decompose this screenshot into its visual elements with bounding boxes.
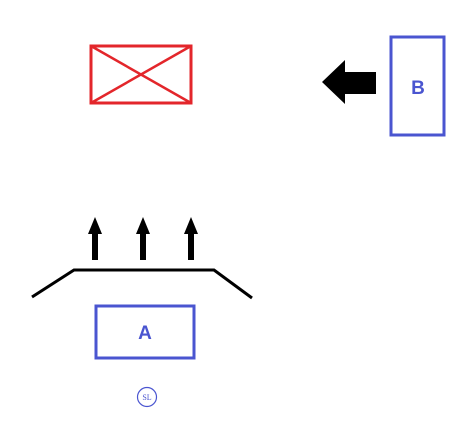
arrow-up-icon (88, 217, 102, 260)
sl-marker-circle (136, 386, 158, 408)
box-a: A (94, 304, 196, 360)
sl-marker-label: SL (142, 393, 151, 402)
crossed-box-outline (89, 44, 193, 105)
reflector-line (31, 268, 253, 300)
box-b-outline (389, 35, 446, 137)
box-b: B (389, 35, 446, 137)
upward-arrows (88, 217, 198, 260)
sl-marker: SL (136, 386, 158, 408)
box-b-label: B (411, 78, 425, 99)
arrow-up-icon (136, 217, 150, 260)
arrow-left-icon (322, 60, 376, 104)
crossed-out-box (89, 44, 193, 105)
arrow-up-icon (184, 217, 198, 260)
box-a-outline (94, 304, 196, 360)
box-a-label: A (138, 323, 152, 344)
cross-line-2 (90, 44, 192, 105)
